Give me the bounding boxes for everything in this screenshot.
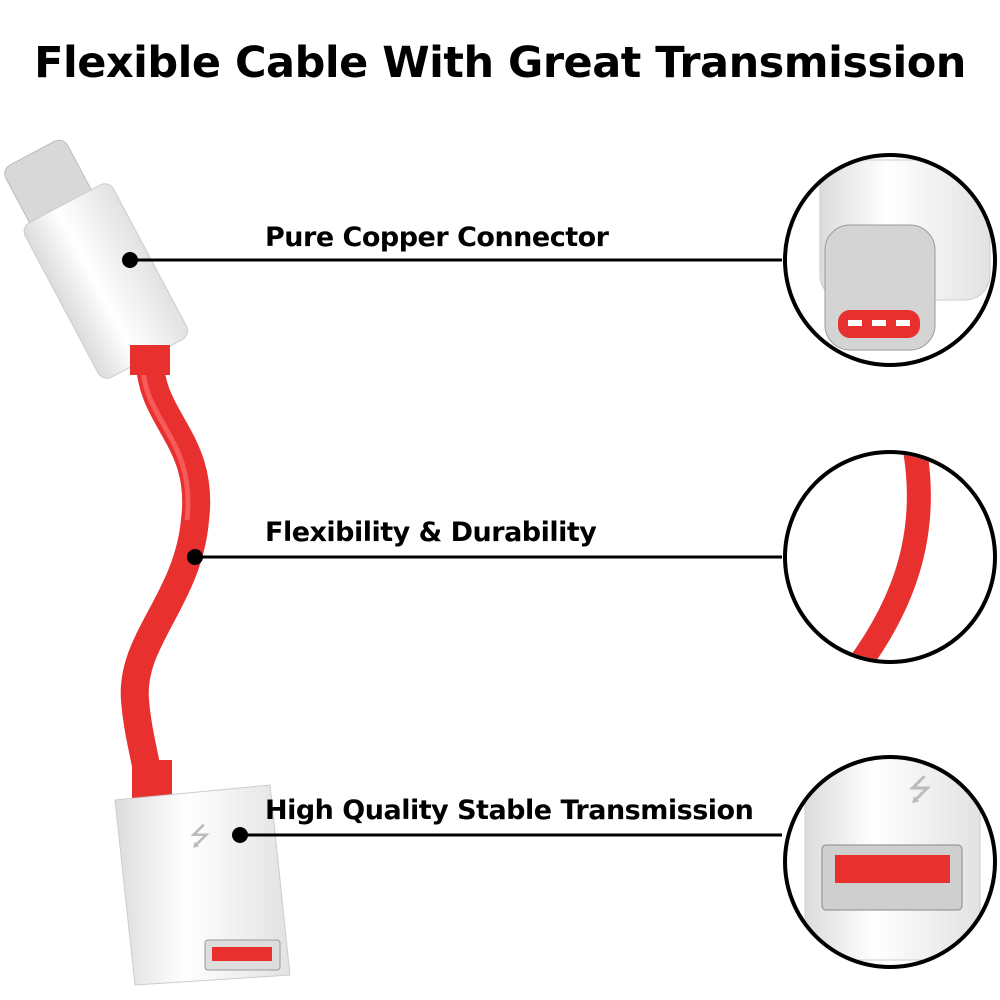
zoom-usb-c-detail: [787, 157, 993, 363]
zoom-cable-detail: [787, 454, 993, 660]
red-cable: [120, 346, 211, 814]
page-title: Flexible Cable With Great Transmission: [34, 38, 966, 88]
zoom-usb-a-detail: ⭍: [787, 759, 993, 965]
svg-text:⭍: ⭍: [189, 822, 211, 852]
feature-label-flexibility-durability: Flexibility & Durability: [265, 517, 597, 548]
feature-label-stable-transmission: High Quality Stable Transmission: [265, 795, 754, 826]
usb-c-connector: [4, 139, 189, 379]
cable-strain-relief-top: [130, 345, 170, 375]
usb-a-female-connector: ⭍: [114, 784, 291, 986]
cable-strain-relief-bottom: [132, 760, 172, 800]
callout-dot-2: [187, 549, 203, 565]
callout-dot-3: [232, 827, 248, 843]
feature-label-pure-copper-connector: Pure Copper Connector: [265, 222, 609, 253]
callout-dot-1: [122, 252, 138, 268]
svg-text:⭍: ⭍: [908, 773, 933, 808]
